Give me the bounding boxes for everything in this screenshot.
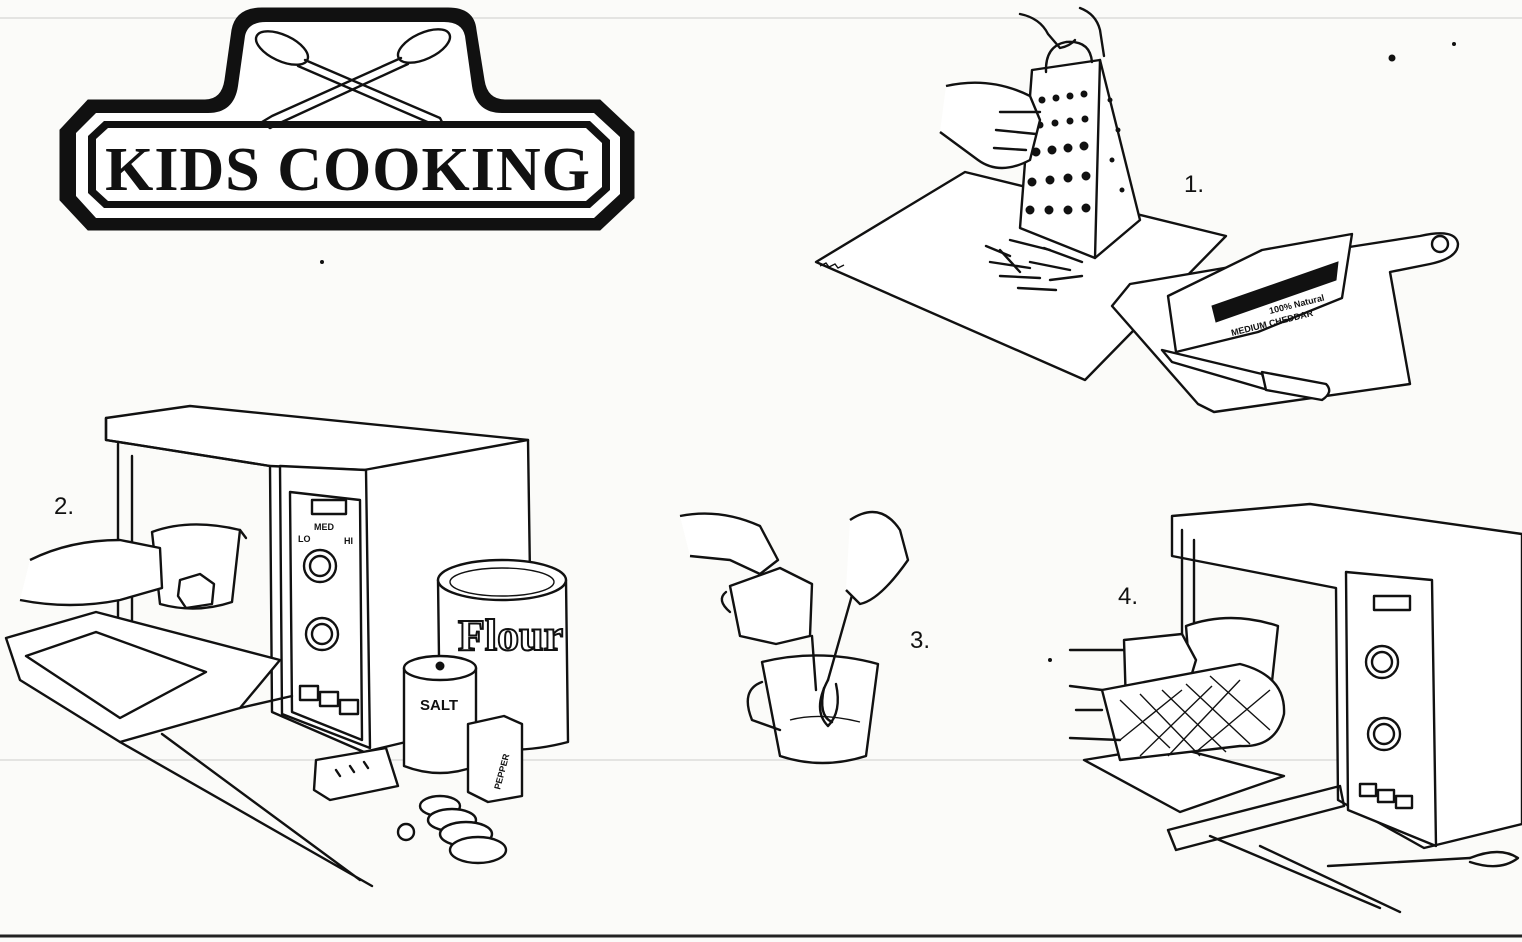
step-1-number: 1. xyxy=(1184,171,1204,198)
measuring-spoons xyxy=(398,796,506,863)
pepper-box: PEPPER xyxy=(468,716,522,802)
salt-shaker: SALT xyxy=(404,656,476,773)
step-4-baking: 4. xyxy=(1070,504,1522,912)
oven-display xyxy=(312,500,346,514)
dial-label-med: MED xyxy=(314,522,335,532)
step-1-grating-cheese: 100% Natural MEDIUM CHEDDAR 1. xyxy=(816,8,1458,412)
step-4-number: 4. xyxy=(1118,583,1138,610)
step-2-melting-butter: LO MED HI 2. Flour SALT PEPPER xyxy=(6,406,568,886)
flour-label: Flour xyxy=(458,611,563,660)
salt-label: SALT xyxy=(420,697,458,714)
logo-title: KIDS COOKING xyxy=(105,136,591,204)
step-3-number: 3. xyxy=(910,627,930,654)
dial-label-lo: LO xyxy=(298,534,311,544)
dial-label-hi: HI xyxy=(344,536,353,546)
step-3-whisking: 3. xyxy=(680,512,930,763)
kids-cooking-logo: KIDS COOKING xyxy=(60,8,634,230)
step-2-number: 2. xyxy=(54,493,74,520)
